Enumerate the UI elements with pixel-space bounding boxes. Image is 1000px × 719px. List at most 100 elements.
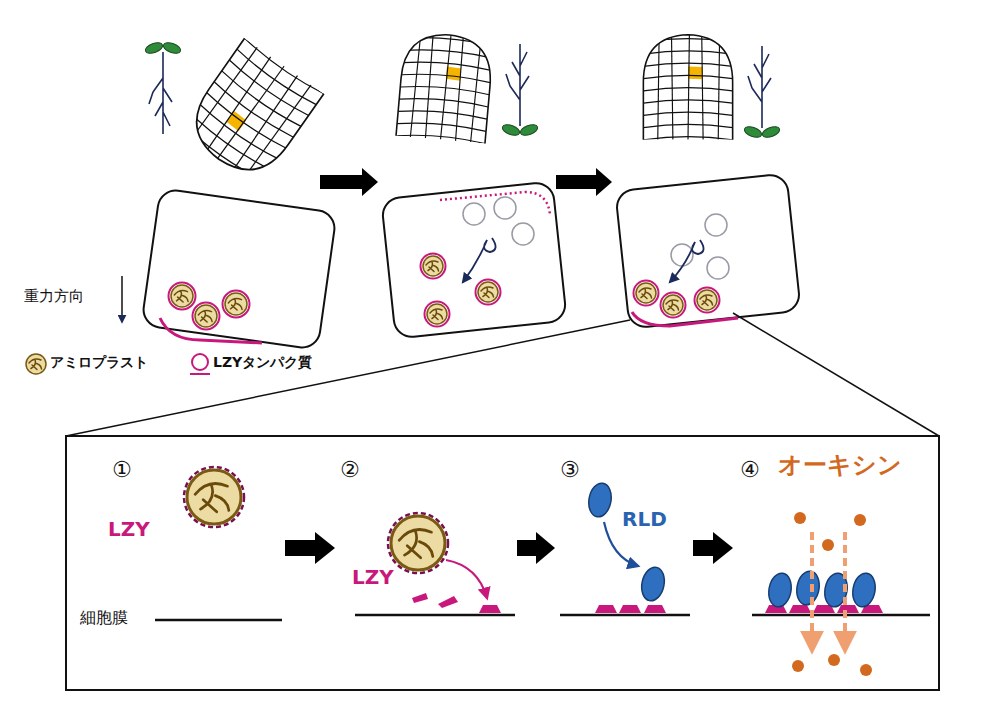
cell-wall — [402, 59, 491, 70]
legend-text: LZYタンパク質 — [213, 354, 312, 370]
cell-wall — [205, 93, 286, 151]
lzy-ring — [476, 280, 501, 305]
amyloplast-grain — [426, 261, 439, 272]
legend-lzy-ring — [192, 354, 208, 370]
empty-position — [707, 257, 729, 279]
cotyledon — [761, 125, 781, 140]
lzy-fragment — [412, 593, 428, 603]
binding-arrow — [446, 560, 487, 598]
amyloplast — [26, 354, 46, 374]
amyloplast-grain — [639, 288, 652, 299]
statocyte-cell — [381, 181, 567, 338]
rld-protein — [766, 571, 794, 608]
cell-wall — [401, 72, 490, 83]
cotyledon — [501, 123, 521, 138]
root-outline — [179, 38, 324, 187]
step-arrow — [693, 532, 733, 564]
lzy-ring — [169, 283, 196, 310]
root-ground — [177, 38, 323, 189]
amyloplast-grain — [198, 311, 212, 323]
cell-wall — [405, 35, 494, 46]
empty-position — [463, 203, 485, 225]
cell-wall — [182, 125, 263, 183]
step-panel: ②LZY — [340, 450, 512, 682]
step-panel: ①LZY — [95, 450, 280, 682]
amyloplast — [193, 303, 220, 330]
lzy-ring — [634, 281, 659, 306]
lzy-membrane — [632, 312, 738, 326]
sedimentation-arrow — [463, 238, 496, 282]
amyloplast-body — [423, 256, 443, 276]
membrane-label: 細胞膜 — [80, 609, 128, 627]
step-arrow — [285, 532, 335, 564]
amyloplast-grain — [666, 300, 679, 311]
step-arrow — [517, 532, 555, 564]
cell-wall — [643, 39, 732, 42]
amyloplast-grain — [195, 484, 229, 512]
cotyledon — [519, 123, 539, 138]
amyloplast-body — [636, 283, 656, 303]
root-cells — [177, 38, 324, 191]
lzy-ring — [193, 303, 220, 330]
cell-wall — [188, 46, 257, 144]
rld-protein — [639, 565, 668, 603]
root-tip — [396, 27, 494, 144]
auxin-molecule — [822, 539, 834, 551]
root-outline — [396, 31, 494, 144]
lzy-ring — [695, 288, 720, 313]
root-system — [506, 44, 529, 126]
cell-membrane — [752, 614, 930, 617]
cell-membrane — [155, 619, 282, 622]
zoom-line — [66, 320, 630, 436]
statocyte-cell — [141, 188, 336, 349]
amyloplast-body — [478, 282, 498, 302]
rld-protein — [794, 569, 822, 606]
columella-cell — [688, 66, 702, 79]
seedling-icon — [501, 44, 539, 137]
cell-wall — [454, 32, 465, 141]
lzy-ring — [425, 302, 450, 327]
amyloplast — [223, 291, 250, 318]
seedling-icon — [144, 41, 182, 134]
lzy-fragment — [438, 596, 458, 608]
cell-wall — [718, 30, 719, 139]
auxin-molecule — [854, 514, 866, 526]
amyloplast — [184, 467, 244, 527]
cell-wall — [398, 108, 487, 119]
root-system — [748, 46, 771, 128]
cell-wall — [643, 75, 732, 78]
sedimentation-arrow — [670, 240, 704, 282]
cell-wall — [197, 103, 278, 161]
cell-wall — [230, 75, 299, 173]
cell-wall — [440, 31, 451, 140]
amyloplast — [169, 283, 196, 310]
lzy-protein — [479, 605, 501, 613]
amyloplast-body — [171, 285, 193, 307]
cell-wall — [671, 30, 672, 139]
cell-wall — [203, 57, 272, 155]
auxin-molecule — [792, 660, 804, 672]
step-number: ① — [112, 458, 132, 482]
step-number: ③ — [560, 458, 580, 482]
legend-lzy-line — [190, 373, 210, 375]
cell-wall — [242, 84, 311, 182]
amyloplast-body — [427, 304, 447, 324]
legend-entry: LZYタンパク質 — [213, 355, 312, 370]
detail-frame — [66, 436, 939, 690]
cell-wall — [399, 96, 488, 107]
amyloplast-body — [663, 295, 683, 315]
cell-wall — [189, 114, 270, 172]
amyloplast-body — [187, 470, 241, 524]
rld-protein — [850, 571, 878, 608]
root-cells — [643, 30, 732, 139]
statocyte-cell — [615, 173, 800, 328]
cell-wall — [643, 124, 732, 127]
cell-wall — [643, 88, 732, 91]
molecule-label: RLD — [622, 508, 667, 530]
legend-text: アミロプラスト — [50, 354, 148, 370]
amyloplast-grain — [430, 309, 443, 320]
molecule-label: オーキシン — [778, 452, 902, 478]
